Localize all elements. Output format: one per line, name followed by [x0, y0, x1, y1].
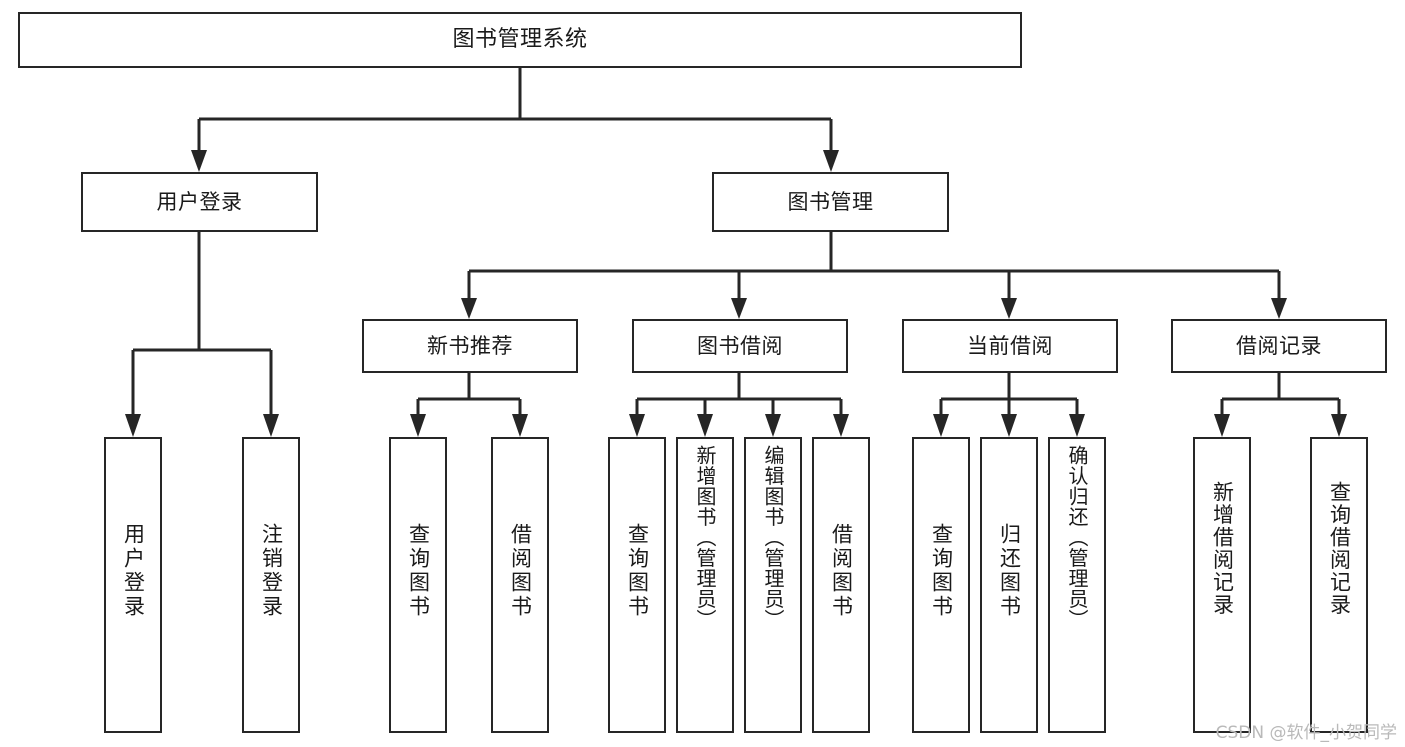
- leaf-confirm-return[interactable]: 确认归还（管理员）: [1048, 437, 1106, 733]
- leaf-edit-book[interactable]: 编辑图书（管理员）: [744, 437, 802, 733]
- node-label: 查询图书: [625, 523, 650, 619]
- node-label: 归还图书: [997, 523, 1022, 619]
- leaf-add-book[interactable]: 新增图书（管理员）: [676, 437, 734, 733]
- csdn-watermark: CSDN @软件_小贺同学: [1215, 723, 1397, 743]
- leaf-add-borrow-record[interactable]: 新增借阅记录: [1193, 437, 1251, 733]
- leaf-borrow-book-recommend[interactable]: 借阅图书: [491, 437, 549, 733]
- node-label: 当前借阅: [967, 333, 1053, 358]
- leaf-query-book-recommend[interactable]: 查询图书: [389, 437, 447, 733]
- node-book-manage[interactable]: 图书管理: [712, 172, 949, 232]
- node-label: 图书管理: [787, 189, 874, 214]
- leaf-query-book-current[interactable]: 查询图书: [912, 437, 970, 733]
- node-current-borrow[interactable]: 当前借阅: [902, 319, 1118, 373]
- leaf-borrow-book[interactable]: 借阅图书: [812, 437, 870, 733]
- node-label: 用户登录: [121, 523, 146, 619]
- node-label: 编辑图书（管理员）: [761, 445, 785, 630]
- node-label: 图书借阅: [697, 333, 783, 358]
- node-root-system[interactable]: 图书管理系统: [18, 12, 1022, 68]
- node-label: 注销登录: [259, 523, 284, 619]
- node-label: 借阅图书: [508, 523, 533, 619]
- leaf-logout-login[interactable]: 注销登录: [242, 437, 300, 733]
- leaf-user-login[interactable]: 用户登录: [104, 437, 162, 733]
- leaf-query-book-borrow[interactable]: 查询图书: [608, 437, 666, 733]
- node-label: 图书管理系统: [452, 27, 588, 53]
- node-label: 新增图书（管理员）: [693, 445, 717, 630]
- node-label: 查询图书: [406, 523, 431, 619]
- leaf-query-borrow-record[interactable]: 查询借阅记录: [1310, 437, 1368, 733]
- node-label: 新增借阅记录: [1210, 481, 1235, 616]
- node-label: 借阅记录: [1236, 333, 1322, 358]
- node-label: 用户登录: [156, 189, 243, 214]
- node-new-book-recommend[interactable]: 新书推荐: [362, 319, 578, 373]
- node-label: 借阅图书: [829, 523, 854, 619]
- node-book-borrow[interactable]: 图书借阅: [632, 319, 848, 373]
- node-borrow-record[interactable]: 借阅记录: [1171, 319, 1387, 373]
- node-label: 查询借阅记录: [1327, 481, 1352, 616]
- node-user-login[interactable]: 用户登录: [81, 172, 318, 232]
- node-label: 确认归还（管理员）: [1065, 445, 1089, 630]
- node-label: 新书推荐: [427, 333, 513, 358]
- leaf-return-book[interactable]: 归还图书: [980, 437, 1038, 733]
- node-label: 查询图书: [929, 523, 954, 619]
